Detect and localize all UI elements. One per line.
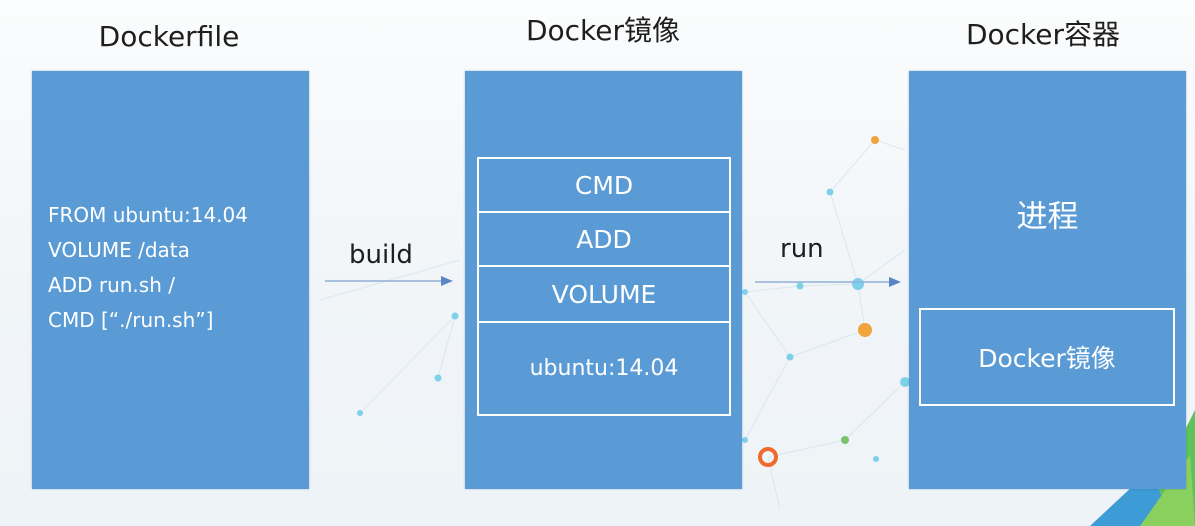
docker-image-title: Docker镜像 xyxy=(525,14,681,47)
docker-container-block: 进程 Docker镜像 xyxy=(909,71,1186,489)
container-inner-image: Docker镜像 xyxy=(919,308,1175,406)
process-label: 进程 xyxy=(1016,199,1079,235)
dockerfile-title: Dockerfile xyxy=(98,20,240,53)
layer-base-image: ubuntu:14.04 xyxy=(529,356,679,381)
layer-add: ADD xyxy=(479,213,729,267)
image-layer-stack: CMD ADD VOLUME ubuntu:14.04 xyxy=(477,157,731,416)
docker-container-title: Docker容器 xyxy=(965,18,1121,51)
dockerfile-line-cmd: CMD [“./run.sh”] xyxy=(48,308,214,332)
layer-volume: VOLUME xyxy=(479,267,729,323)
build-arrow xyxy=(325,276,453,286)
run-arrow xyxy=(755,277,901,287)
layer-cmd: CMD xyxy=(479,159,729,213)
docker-image-block: CMD ADD VOLUME ubuntu:14.04 xyxy=(465,71,742,489)
dockerfile-instructions: FROM ubuntu:14.04 VOLUME /data ADD run.s… xyxy=(48,198,248,338)
network-dots xyxy=(357,188,910,462)
dockerfile-line-volume: VOLUME /data xyxy=(48,238,190,262)
dockerfile-block: FROM ubuntu:14.04 VOLUME /data ADD run.s… xyxy=(32,71,309,489)
dockerfile-line-from: FROM ubuntu:14.04 xyxy=(48,203,248,227)
dockerfile-line-add: ADD run.sh / xyxy=(48,273,175,297)
build-label: build xyxy=(349,240,413,270)
run-label: run xyxy=(780,234,824,264)
